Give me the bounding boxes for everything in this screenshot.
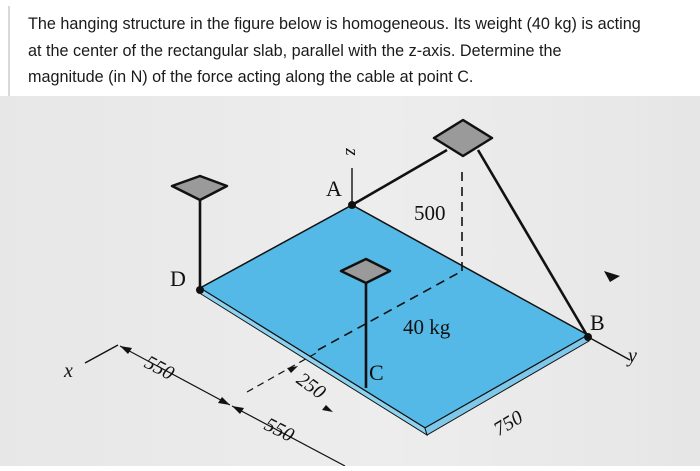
x-axis-line — [84, 344, 119, 364]
label-dim-750: 750 — [490, 406, 527, 440]
point-b-dot — [584, 333, 592, 341]
label-weight: 40 kg — [403, 315, 451, 339]
label-c: C — [369, 360, 384, 385]
cable-to-a — [351, 148, 448, 207]
dashed-center-line — [317, 270, 463, 351]
dim-arrow-250-b — [322, 405, 333, 412]
question-text: The hanging structure in the figure belo… — [8, 6, 692, 102]
label-dim-550-top: 550 — [141, 351, 178, 385]
question-line-2: at the center of the rectangular slab, p… — [28, 41, 562, 60]
dim-arrow-550-top-end — [218, 397, 230, 405]
point-a-dot — [348, 201, 356, 209]
question-line-3: magnitude (in N) of the force acting alo… — [28, 68, 474, 86]
dashed-dim-250 — [246, 351, 319, 393]
label-d: D — [170, 266, 186, 291]
support-plate-top — [432, 118, 494, 158]
b-pointer-arrow — [604, 271, 620, 282]
slab-right-edge — [424, 334, 590, 436]
dim-arrow-550-bottom-start — [232, 406, 244, 414]
label-y: y — [626, 345, 637, 367]
structure-diagram: z A D C B 500 40 kg x y 550 250 550 750 — [63, 118, 637, 467]
support-plate-d — [170, 174, 229, 202]
dim-arrow-550-top-start — [120, 346, 132, 354]
label-500: 500 — [414, 201, 446, 225]
cable-to-b — [476, 149, 590, 338]
point-d-dot — [196, 286, 204, 294]
y-axis-line — [589, 337, 631, 361]
label-dim-550-bottom: 550 — [261, 413, 298, 446]
dim-arrow-250-a — [287, 366, 298, 373]
label-dim-250: 250 — [292, 368, 329, 403]
label-x: x — [63, 360, 73, 382]
dim-line-550-top — [119, 345, 231, 406]
dim-line-550-bottom — [231, 405, 346, 467]
label-z: z — [341, 147, 362, 156]
label-a: A — [326, 176, 342, 201]
question-line-1: The hanging structure in the figure belo… — [28, 15, 641, 33]
label-b: B — [590, 310, 605, 335]
structure-figure: z A D C B 500 40 kg x y 550 250 550 750 — [0, 96, 700, 467]
